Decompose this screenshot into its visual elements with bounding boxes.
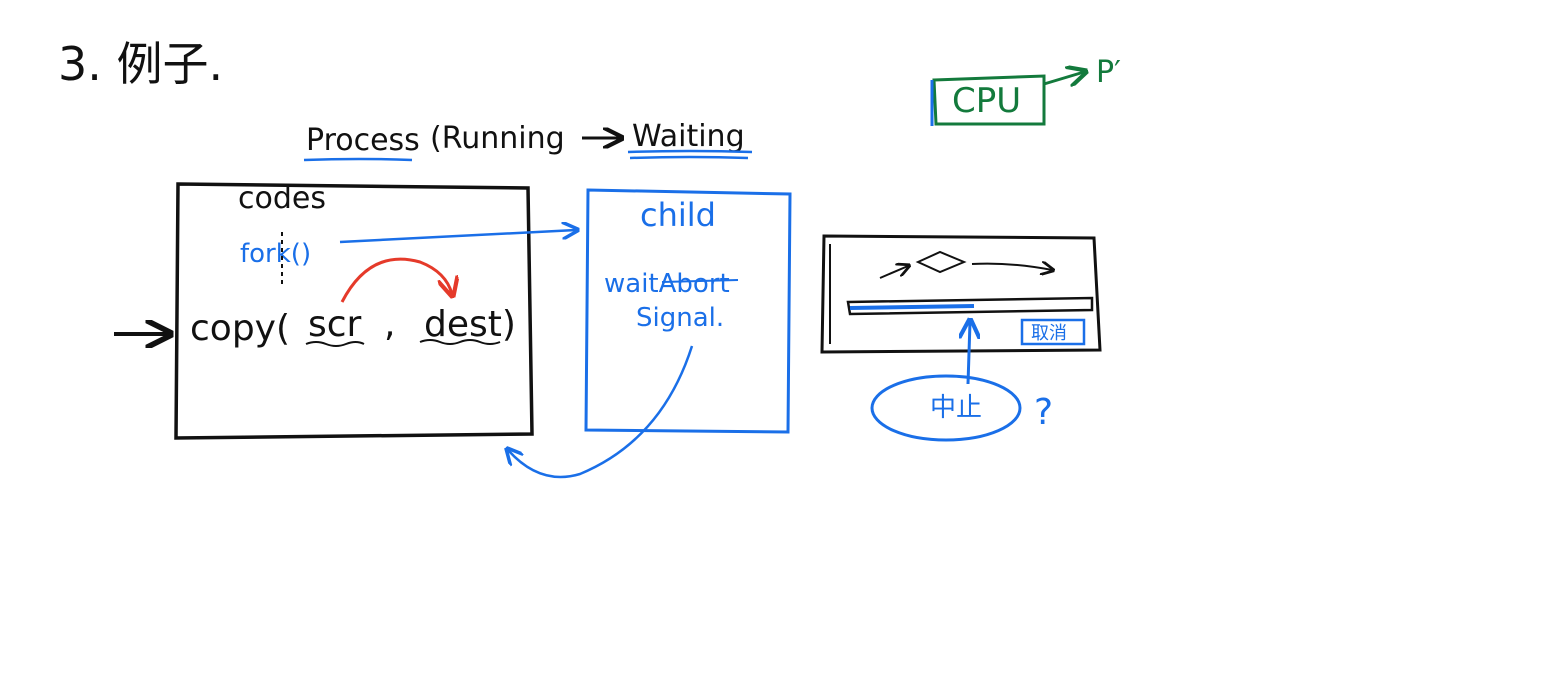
child-line1-strike bbox=[661, 279, 739, 283]
child-box-line2: Signal. bbox=[636, 303, 724, 333]
code-box bbox=[174, 182, 534, 440]
fork-arrow bbox=[339, 230, 576, 244]
title-process: Process bbox=[306, 123, 420, 158]
copy-arg-dest: dest) bbox=[424, 304, 516, 345]
process-underline bbox=[303, 157, 413, 162]
signal-arrow bbox=[508, 345, 694, 479]
abort-label: 中止 bbox=[930, 393, 982, 423]
progress-dialog bbox=[820, 234, 1102, 354]
progress-bar-fill bbox=[849, 304, 975, 310]
file-icon bbox=[915, 250, 967, 274]
copy-direction-arrow bbox=[340, 257, 452, 303]
copy-arg-src: scr bbox=[308, 304, 362, 345]
abort-arrow bbox=[968, 322, 970, 385]
child-box bbox=[584, 188, 792, 434]
code-box-label: codes bbox=[238, 181, 326, 216]
waiting-underline-1 bbox=[627, 149, 753, 154]
cancel-button-label: 取消 bbox=[1031, 323, 1067, 344]
title-running: (Running bbox=[430, 121, 565, 156]
dest-underline bbox=[419, 339, 501, 345]
cpu-target: P′ bbox=[1096, 55, 1121, 90]
copy-to-arrow bbox=[971, 264, 1052, 270]
cancel-button[interactable] bbox=[1020, 318, 1086, 346]
child-box-label: child bbox=[640, 196, 716, 234]
title-waiting: Waiting bbox=[632, 119, 745, 154]
progress-bar-track bbox=[846, 296, 1094, 316]
cpu-arrow bbox=[1043, 72, 1084, 84]
child-box-line1: waitAbort bbox=[604, 269, 730, 299]
cpu-label: CPU bbox=[952, 81, 1021, 121]
heading-text: 3. 例子. bbox=[58, 37, 223, 91]
copy-call: copy( bbox=[190, 308, 290, 349]
cpu-box bbox=[932, 74, 1046, 126]
abort-circle bbox=[870, 374, 1022, 442]
waiting-underline-2 bbox=[629, 155, 749, 160]
copy-from-arrow bbox=[879, 266, 908, 279]
copy-comma: , bbox=[384, 304, 395, 345]
fork-call: fork() bbox=[240, 239, 311, 269]
src-underline bbox=[305, 341, 365, 347]
question-mark: ? bbox=[1034, 392, 1053, 433]
